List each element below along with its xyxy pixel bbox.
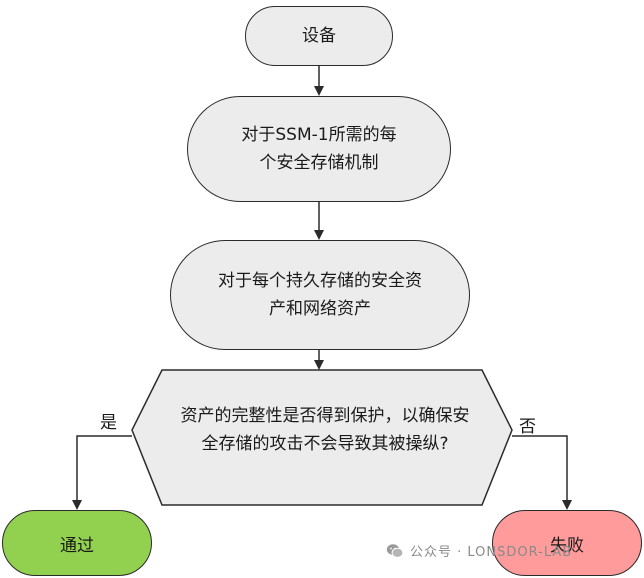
decision-line-1: 资产的完整性是否得到保护，以确保安 xyxy=(180,406,470,426)
fail-terminal: 失败 xyxy=(492,510,642,576)
arrow-no-branch xyxy=(512,435,572,510)
security-mechanism-line-1: 对于SSM-1所需的每 xyxy=(241,125,397,145)
branch-yes-label: 是 xyxy=(100,413,117,433)
pass-terminal: 通过 xyxy=(2,510,152,576)
decision-diamond xyxy=(131,369,513,506)
asset-line-2: 产和网络资产 xyxy=(269,299,371,319)
asset-line-1: 对于每个持久存储的安全资 xyxy=(218,271,422,291)
fail-label: 失败 xyxy=(550,535,584,556)
security-mechanism-node: 对于SSM-1所需的每 个安全存储机制 xyxy=(187,96,451,202)
device-node: 设备 xyxy=(245,6,393,66)
arrow-yes-branch xyxy=(72,435,132,510)
security-mechanism-line-2: 个安全存储机制 xyxy=(259,153,379,173)
branch-no-label: 否 xyxy=(519,417,536,437)
decision-label: 资产的完整性是否得到保护，以确保安 全存储的攻击不会导致其被操纵? xyxy=(150,402,500,458)
watermark-text: 公众号 · LONSDOR-LAB xyxy=(410,545,573,560)
watermark: 公众号 · LONSDOR-LAB xyxy=(386,541,572,560)
asset-node: 对于每个持久存储的安全资 产和网络资产 xyxy=(170,240,470,350)
decision-line-2: 全存储的攻击不会导致其被操纵? xyxy=(201,434,449,454)
wechat-icon xyxy=(386,543,404,558)
device-label: 设备 xyxy=(302,26,336,46)
pass-label: 通过 xyxy=(60,535,94,556)
